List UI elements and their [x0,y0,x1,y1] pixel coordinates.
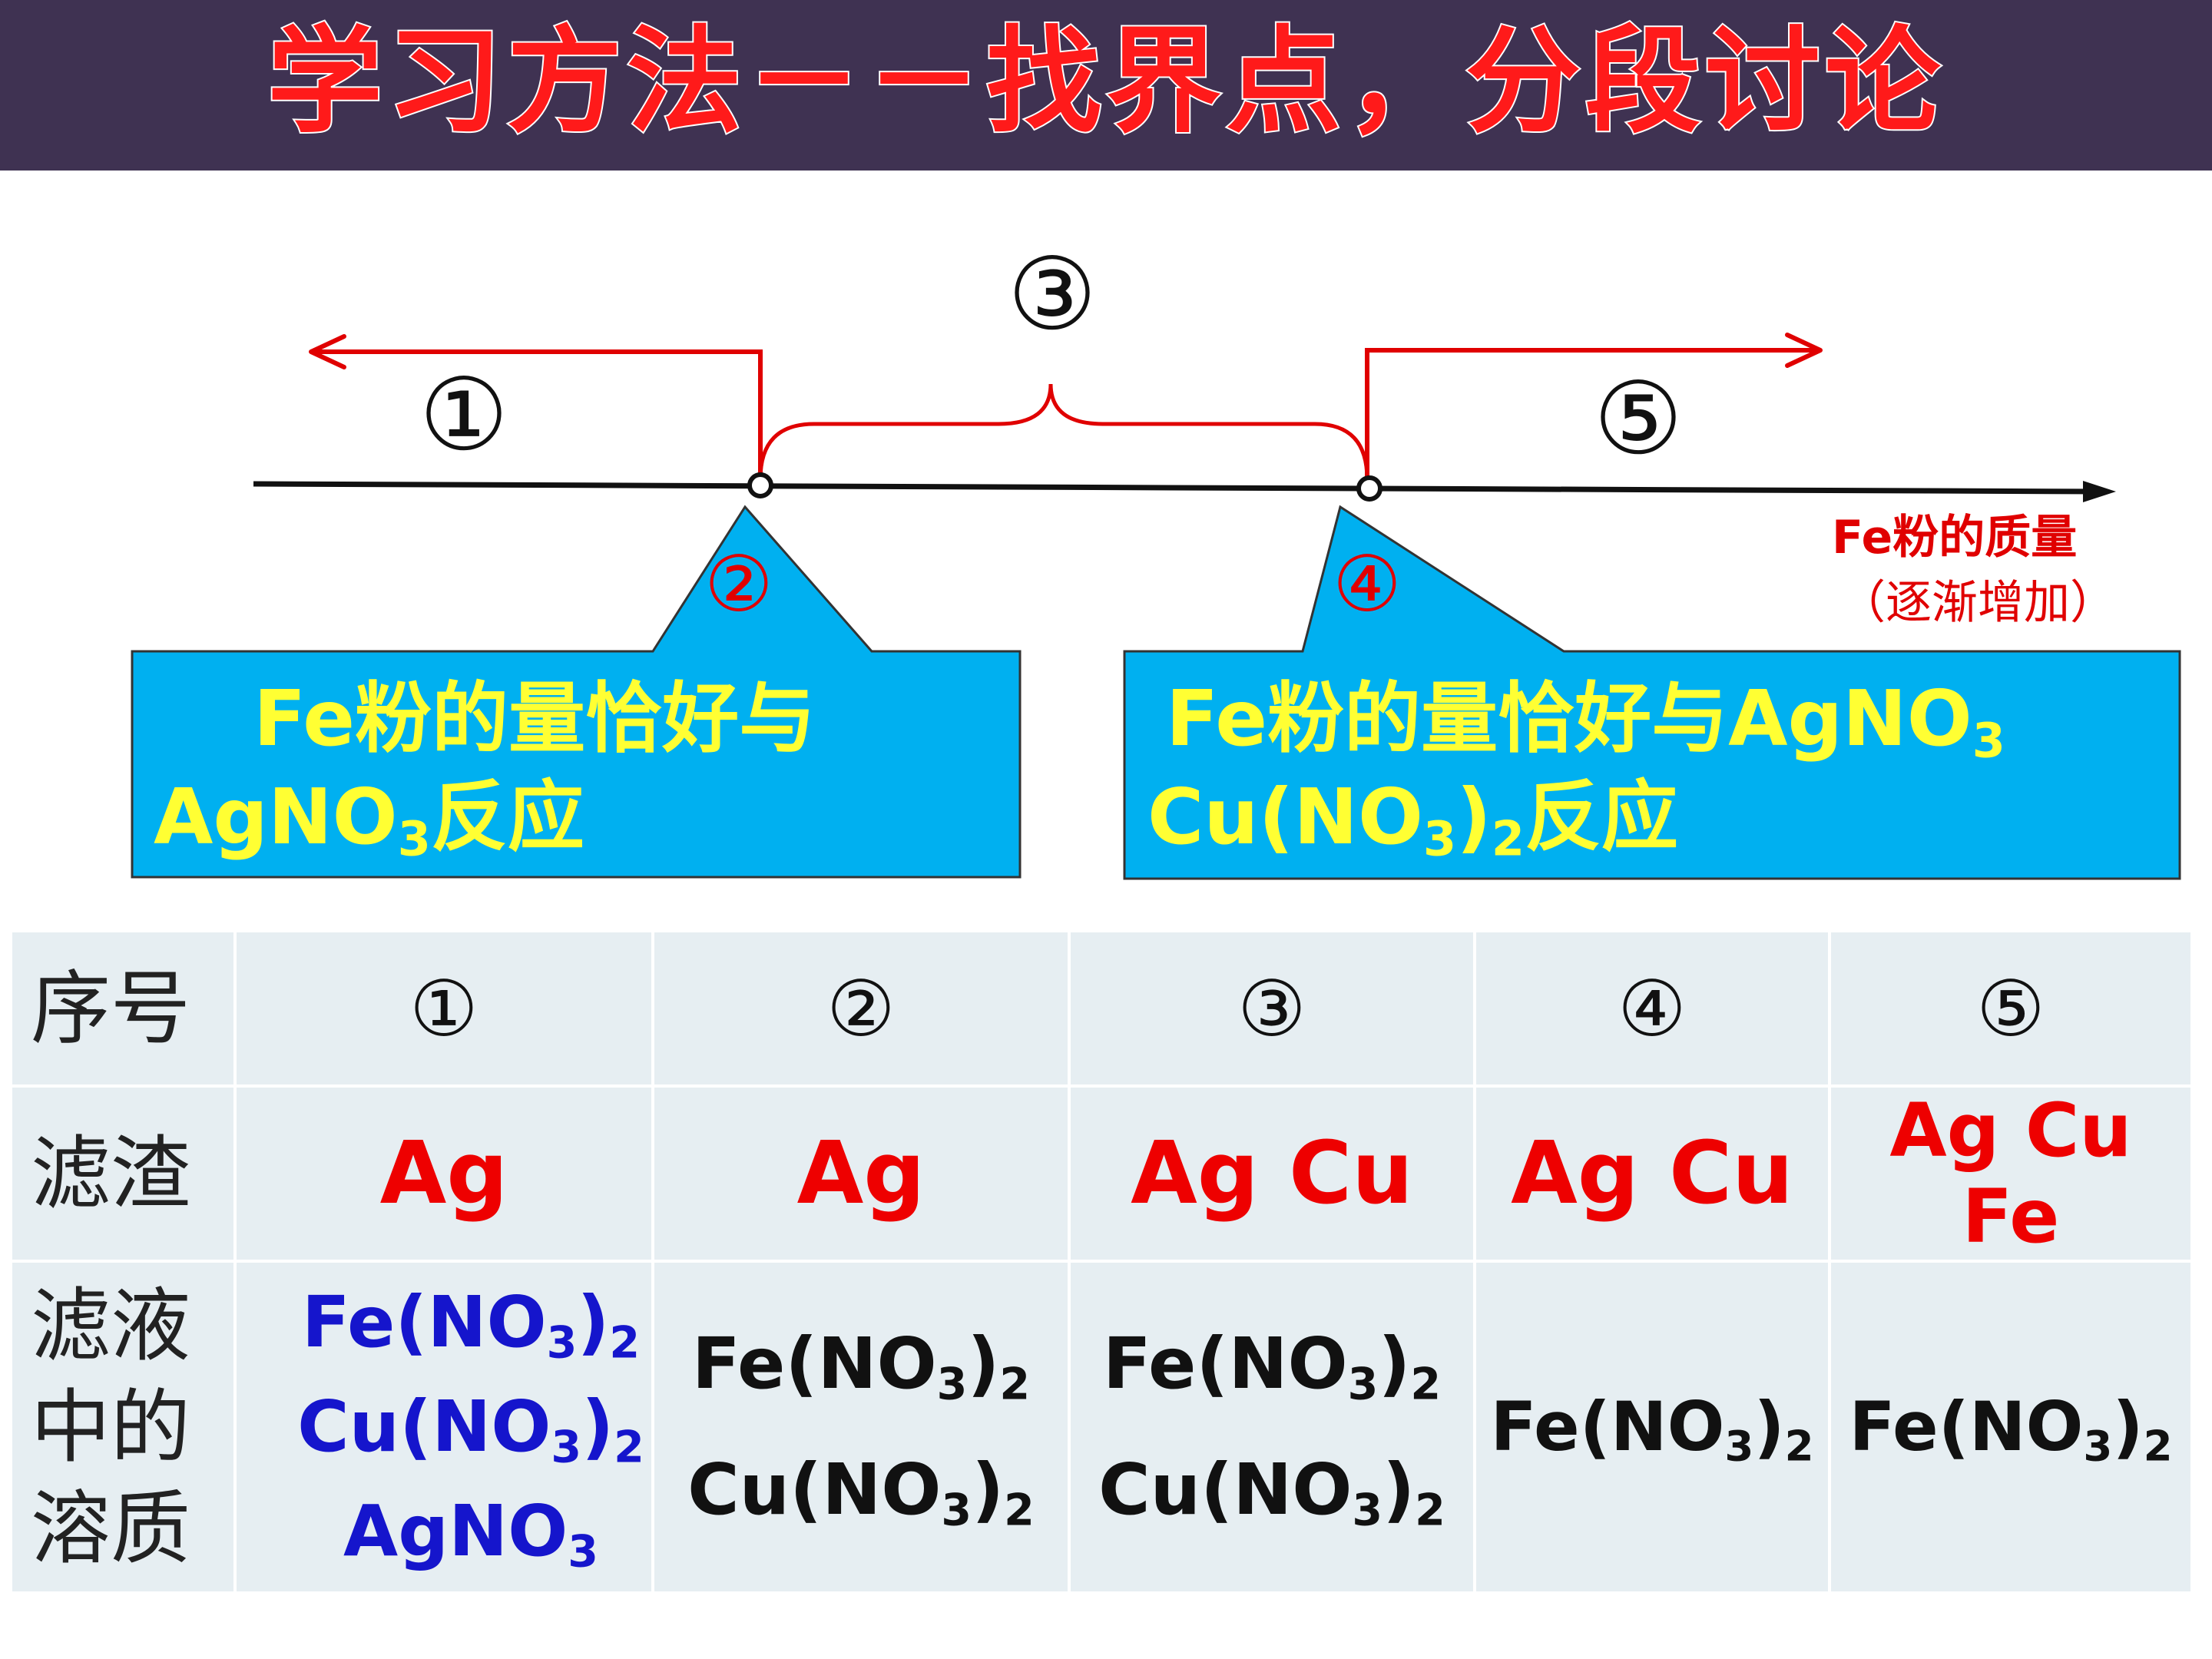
result-table: 序号 ① ② ③ ④ ⑤ 滤渣 Ag Ag Ag Cu Ag Cu Ag Cu … [9,929,2194,1594]
solute-fe-nitrate: Fe(NO3)2 [301,1281,641,1369]
label-pt2: ② [704,539,773,629]
segment-3-brace [758,383,1369,480]
col-label-2: ② [651,929,1071,1088]
callout-right-text: Fe粉的量恰好与AgNO3 Cu(NO3)2反应 [1147,674,2005,867]
label-seg5: ⑤ [1594,360,1684,477]
solute-fe-nitrate: Fe(NO3)2 [1102,1323,1442,1410]
label-seg1: ① [419,356,509,473]
boundary-point-2 [747,472,773,498]
axis-label-line2: （逐渐增加） [1839,576,2116,630]
segment-1-arrowhead [309,334,346,369]
col-label-1: ① [233,929,654,1088]
residue-4: Ag Cu [1473,1084,1831,1263]
solutes-1: Fe(NO3)2 Cu(NO3)2 AgNO3 [233,1260,654,1594]
axis-arrowhead [2083,481,2116,502]
title-bar: 学习方法－－找界点，分段讨论 [0,0,2212,171]
segment-5-arrow [1365,348,1816,485]
table-row-residue: 滤渣 Ag Ag Ag Cu Ag Cu Ag Cu Fe [9,1084,2194,1263]
solute-fe-nitrate: Fe(NO3)2 [1849,1387,2173,1471]
solute-ag-nitrate: AgNO3 [343,1490,598,1578]
number-line-diagram: ① ③ ⑤ ② ④ [131,236,2181,880]
residue-5: Ag Cu Fe [1828,1084,2194,1263]
solutes-4: Fe(NO3)2 [1473,1260,1831,1594]
col-label-4: ④ [1473,929,1831,1088]
solute-cu-nitrate: Cu(NO3)2 [1098,1449,1445,1536]
table-row-solutes: 滤液 中的 溶质 Fe(NO3)2 Cu(NO3)2 AgNO3 Fe(NO3)… [9,1260,2194,1594]
solute-cu-nitrate: Cu(NO3)2 [297,1386,644,1473]
solutes-5: Fe(NO3)2 [1828,1260,2194,1594]
axis-label-line1: Fe粉的质量 [1832,511,2078,565]
label-pt4: ④ [1333,539,1402,629]
axis-line [253,481,2105,495]
segment-1-arrow [315,349,763,479]
callout-right-shape [1123,505,2181,880]
col-label-3: ③ [1068,929,1476,1088]
solutes-3: Fe(NO3)2 Cu(NO3)2 [1068,1260,1476,1594]
residue-2: Ag [651,1084,1071,1263]
slide-title: 学习方法－－找界点，分段讨论 [266,15,1945,149]
solute-fe-nitrate: Fe(NO3)2 [1490,1387,1814,1471]
residue-1: Ag [233,1084,654,1263]
col-label-5: ⑤ [1828,929,2194,1088]
solutes-2: Fe(NO3)2 Cu(NO3)2 [651,1260,1071,1594]
residue-3: Ag Cu [1068,1084,1476,1263]
table-row-index: 序号 ① ② ③ ④ ⑤ [9,929,2194,1088]
solute-fe-nitrate: Fe(NO3)2 [691,1323,1031,1410]
row-header-solutes: 滤液 中的 溶质 [9,1260,237,1594]
callout-left-shape [131,505,1022,879]
callout-left-text: Fe粉的量恰好与 AgNO3反应 [154,674,816,867]
segment-5-arrowhead [1785,333,1823,368]
row-header-index: 序号 [9,929,237,1088]
label-seg3: ③ [1008,236,1098,353]
solute-cu-nitrate: Cu(NO3)2 [687,1449,1035,1536]
boundary-point-4 [1356,475,1382,502]
row-header-residue: 滤渣 [9,1084,237,1263]
